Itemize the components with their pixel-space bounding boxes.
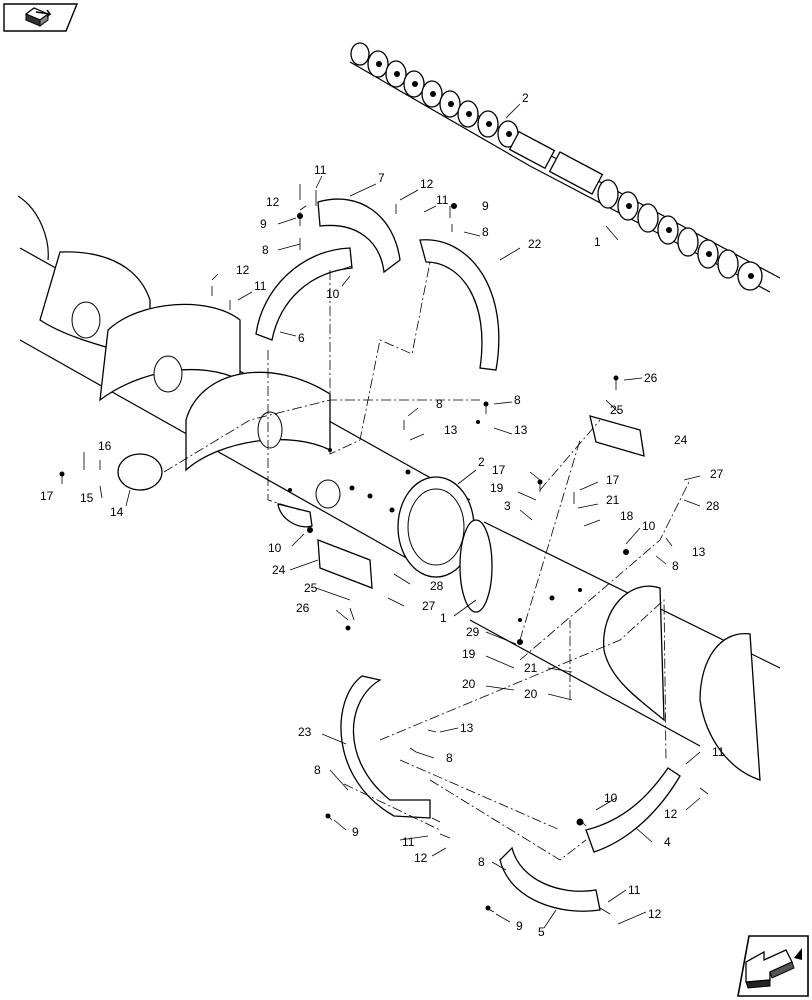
callout-3: 3 — [504, 499, 511, 513]
callout-2-top: 2 — [522, 91, 529, 105]
callout-11-c: 11 — [254, 279, 267, 293]
callout-13-a: 13 — [444, 423, 458, 437]
callout-1-mid: 1 — [440, 611, 447, 625]
callout-10-b: 10 — [642, 519, 656, 533]
wear-plate-24-lower — [317, 539, 373, 589]
cover-14 — [117, 453, 163, 491]
callout-28-a: 28 — [706, 499, 720, 513]
callout-6: 6 — [298, 331, 305, 345]
callout-9-c: 9 — [352, 825, 359, 839]
callout-8-c: 8 — [436, 397, 443, 411]
callout-9-b: 9 — [482, 199, 489, 213]
leader-lines — [83, 103, 701, 929]
callout-17-a: 17 — [40, 489, 54, 503]
callout-21-a: 21 — [606, 493, 620, 507]
callout-25-b: 25 — [304, 581, 318, 595]
folder-back-arrow-icon — [24, 7, 52, 27]
flight-segment-7 — [317, 198, 401, 274]
callout-10-c: 10 — [268, 541, 282, 555]
callout-26-a: 26 — [644, 371, 658, 385]
callout-2-mid: 2 — [478, 455, 485, 469]
callout-27-a: 27 — [710, 467, 724, 481]
alignment-lines — [163, 261, 691, 861]
cover-10-left — [277, 503, 313, 528]
next-page-arrow-icon — [745, 948, 802, 989]
callout-19-b: 19 — [462, 647, 476, 661]
callout-27-b: 27 — [422, 599, 436, 613]
callout-14: 14 — [110, 505, 124, 519]
callout-15: 15 — [80, 491, 94, 505]
left-auger-tube — [17, 195, 475, 578]
callout-20-b: 20 — [524, 687, 538, 701]
callout-26-b: 26 — [296, 601, 310, 615]
callout-10-a: 10 — [326, 287, 340, 301]
prev-page-button[interactable] — [3, 3, 79, 32]
callout-20-a: 20 — [462, 677, 476, 691]
flight-segment-4 — [585, 767, 681, 853]
right-auger-tube — [459, 519, 781, 781]
callout-8-g: 8 — [314, 763, 321, 777]
callout-17-c: 17 — [606, 473, 620, 487]
callout-22: 22 — [528, 237, 542, 251]
next-page-button[interactable] — [737, 935, 809, 997]
hardware — [59, 184, 709, 915]
callout-12-e: 12 — [664, 807, 678, 821]
callout-29: 29 — [466, 625, 480, 639]
callout-12-b: 12 — [420, 177, 434, 191]
wear-plate-24-upper — [589, 415, 645, 457]
callout-7: 7 — [378, 171, 385, 185]
callout-1-top: 1 — [594, 235, 601, 249]
callout-11-a: 11 — [314, 163, 327, 177]
callout-19-a: 19 — [490, 481, 504, 495]
callout-11-f: 11 — [628, 883, 641, 897]
callout-13-b: 13 — [514, 423, 528, 437]
callout-21-b: 21 — [524, 661, 538, 675]
callout-13-d: 13 — [460, 721, 474, 735]
callout-5: 5 — [538, 925, 545, 939]
callout-9-a: 9 — [260, 217, 267, 231]
callout-16: 16 — [98, 439, 112, 453]
callout-12-d: 12 — [414, 851, 428, 865]
flight-segment-23 — [340, 675, 431, 819]
callout-4: 4 — [664, 835, 671, 849]
callout-12-a: 12 — [266, 195, 280, 209]
callout-9-d: 9 — [516, 919, 523, 933]
callout-24-a: 24 — [674, 433, 688, 447]
callout-12-f: 12 — [648, 907, 662, 921]
callout-11-d: 11 — [402, 835, 415, 849]
callout-12-c: 12 — [236, 263, 250, 277]
callout-11-e: 11 — [712, 745, 725, 759]
flight-segment-5 — [499, 846, 601, 912]
callout-24-b: 24 — [272, 563, 286, 577]
callout-labels: 2 1 11 7 12 12 11 9 9 8 8 22 10 12 11 6 … — [40, 91, 725, 939]
callout-8-f: 8 — [446, 751, 453, 765]
callout-25-a: 25 — [610, 403, 624, 417]
callout-8-b: 8 — [482, 225, 489, 239]
callout-11-b: 11 — [436, 193, 449, 207]
callout-10-d: 10 — [604, 791, 618, 805]
callout-8-e: 8 — [672, 559, 679, 573]
flight-segment-22 — [419, 239, 500, 371]
callout-8-a: 8 — [262, 243, 269, 257]
callout-18: 18 — [620, 509, 634, 523]
callout-23: 23 — [298, 725, 312, 739]
callout-17-b: 17 — [492, 463, 506, 477]
flight-segment-6 — [255, 247, 353, 341]
auger-assembly-overview — [349, 42, 781, 293]
callout-13-c: 13 — [692, 545, 706, 559]
callout-28-b: 28 — [430, 579, 444, 593]
callout-8-d: 8 — [514, 393, 521, 407]
callout-8-h: 8 — [478, 855, 485, 869]
